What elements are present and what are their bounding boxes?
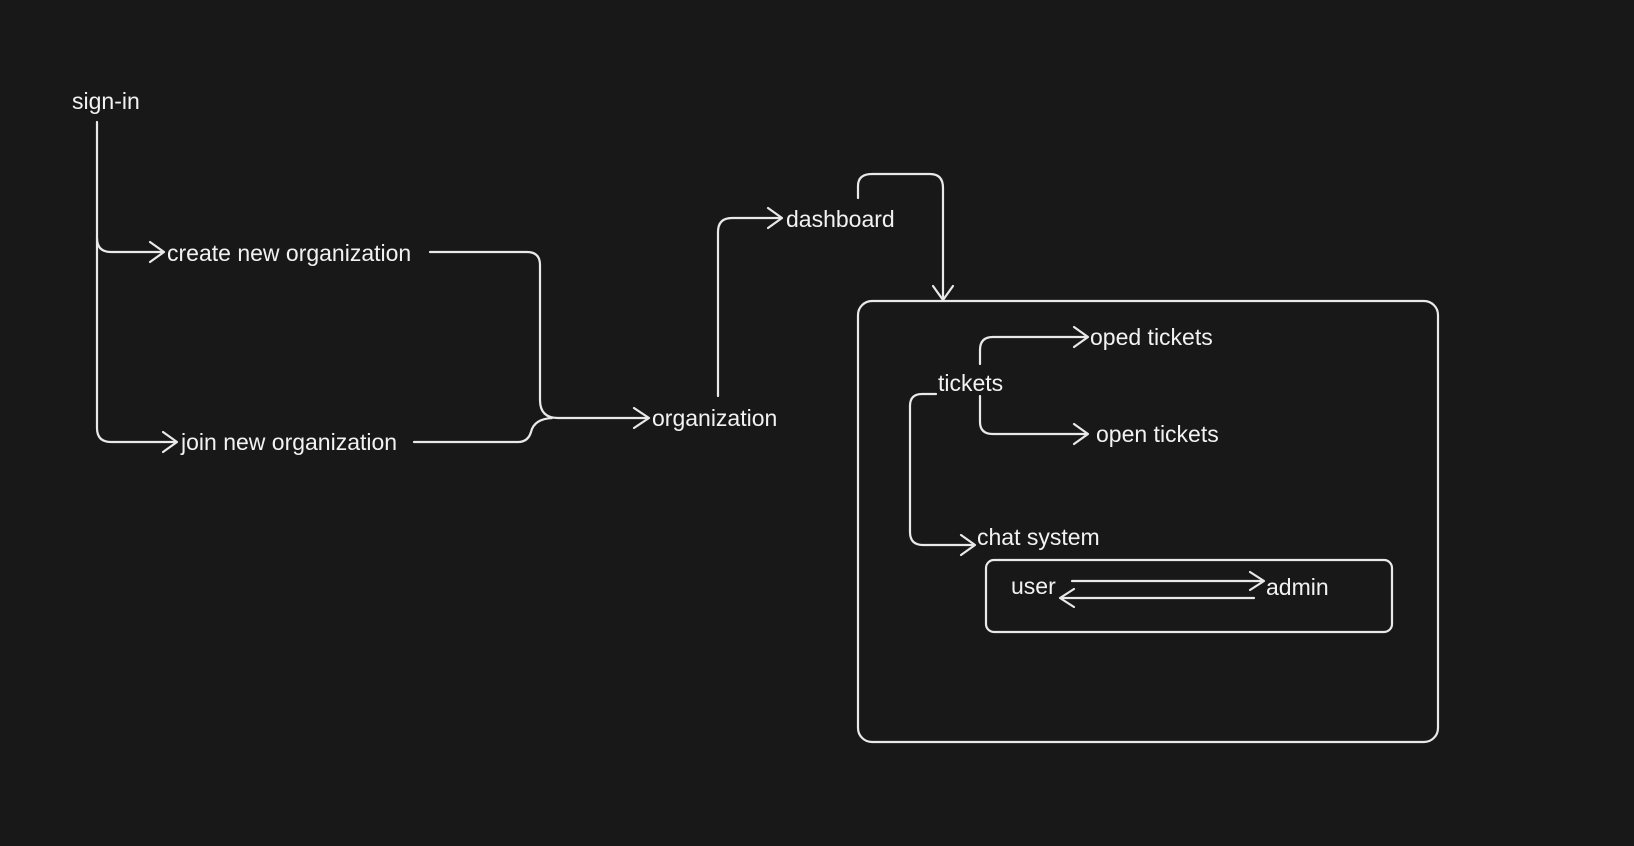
node-chat-system: chat system [977, 524, 1100, 550]
edge-tickets-to-open [978, 394, 1089, 436]
node-organization: organization [652, 405, 778, 431]
edge-tickets-to-oped [978, 335, 1089, 366]
node-dashboard: dashboard [786, 206, 895, 232]
node-create-new-organization: create new organization [167, 240, 412, 266]
edge-signin-to-join [95, 236, 178, 444]
chat-system-box [984, 558, 1394, 634]
arrowhead-oped [1072, 325, 1090, 349]
arrowhead-dashboard [766, 206, 784, 230]
edge-dashboard-to-panel [856, 172, 945, 301]
node-open-tickets: open tickets [1096, 421, 1219, 447]
arrowhead-create [148, 240, 166, 264]
node-tickets: tickets [938, 370, 1004, 396]
arrowhead-join [161, 430, 179, 454]
dashboard-panel-box [856, 299, 1440, 744]
edge-organization-to-dashboard [716, 216, 783, 398]
arrowhead-organization [632, 406, 651, 430]
edge-join-to-organization [412, 416, 554, 444]
node-sign-in: sign-in [72, 88, 140, 114]
node-oped-tickets: oped tickets [1090, 324, 1213, 350]
arrowhead-admin [1248, 570, 1266, 592]
arrowhead-open [1072, 422, 1090, 446]
edge-tickets-to-chat [908, 392, 976, 547]
node-user: user [1011, 573, 1056, 599]
arrowhead-chat [959, 533, 977, 557]
arrowhead-user [1058, 587, 1076, 609]
edge-create-to-organization [428, 250, 650, 420]
node-join-new-organization: join new organization [181, 429, 398, 455]
node-admin: admin [1266, 574, 1329, 600]
edge-signin-to-create [95, 120, 165, 254]
